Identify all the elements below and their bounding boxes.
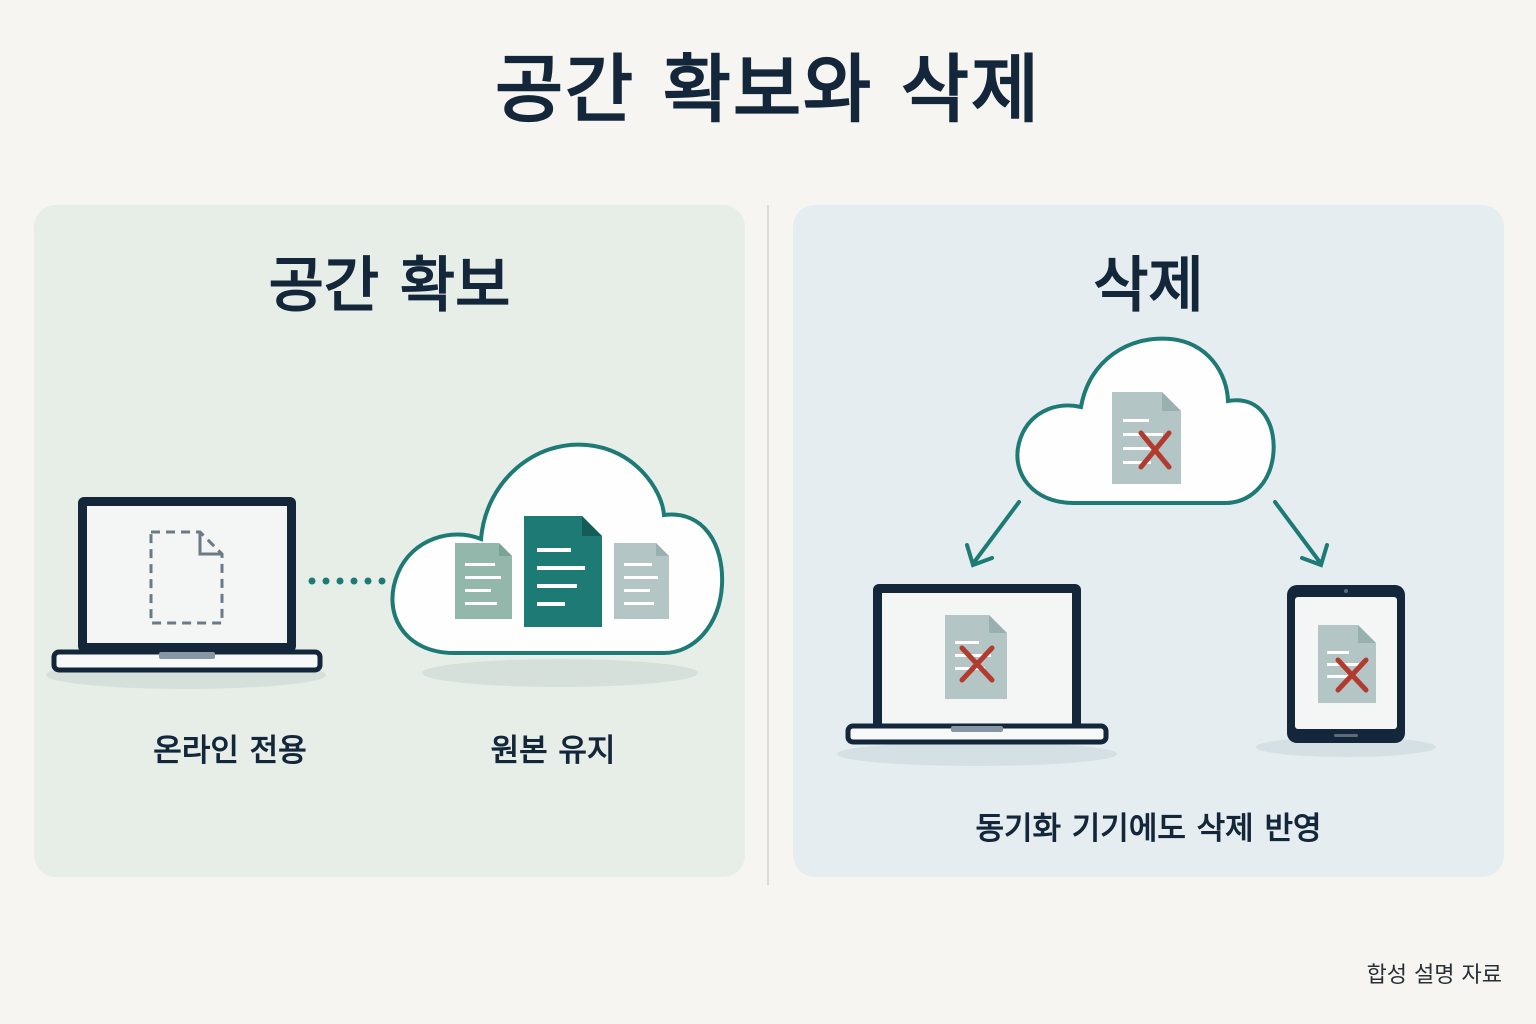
arrow-down-icon bbox=[965, 500, 1021, 568]
space-saving-title: 공간 확보 bbox=[268, 251, 511, 321]
delete-illustration bbox=[837, 336, 1436, 766]
document-icon bbox=[614, 543, 669, 619]
keep-original-caption: 원본 유지 bbox=[490, 733, 616, 769]
document-icon bbox=[945, 615, 1007, 699]
delete-x-icon bbox=[1138, 430, 1172, 470]
document-icon bbox=[524, 516, 602, 627]
document-icon bbox=[455, 543, 512, 619]
space-saving-illustration bbox=[46, 442, 725, 689]
space-saving-panel: 공간 확보 bbox=[34, 205, 745, 877]
sync-delete-caption: 동기화 기기에도 삭제 반영 bbox=[975, 811, 1322, 847]
online-only-caption: 온라인 전용 bbox=[153, 733, 307, 769]
delete-title: 삭제 bbox=[1093, 251, 1204, 321]
panel-divider bbox=[767, 205, 769, 885]
delete-x-icon bbox=[959, 645, 995, 683]
laptop-icon bbox=[46, 497, 326, 689]
placeholder-file-icon bbox=[149, 530, 224, 625]
delete-panel: 삭제 bbox=[793, 205, 1504, 877]
delete-x-icon bbox=[1335, 657, 1369, 693]
arrow-down-icon bbox=[1273, 500, 1329, 568]
page-title: 공간 확보와 삭제 bbox=[494, 47, 1042, 133]
footnote: 합성 설명 자료 bbox=[1366, 963, 1502, 988]
online-link-dots bbox=[308, 577, 386, 585]
